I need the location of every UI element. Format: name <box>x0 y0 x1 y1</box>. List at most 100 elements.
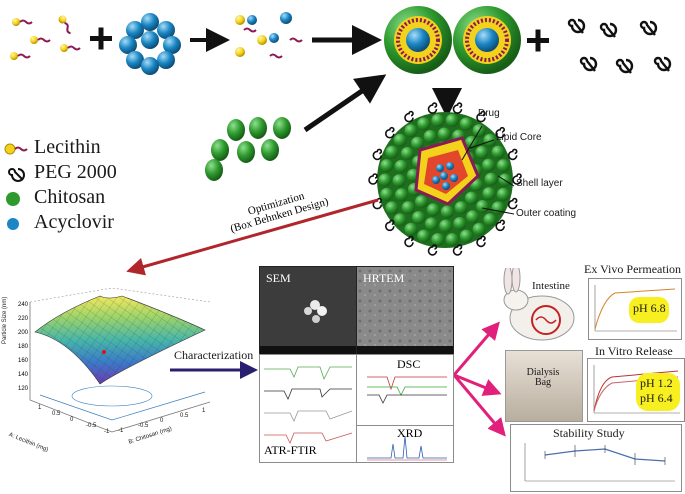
z-tick: 180 <box>17 344 28 350</box>
chitosan-bead <box>393 213 407 227</box>
lecithin-molecules-cluster <box>10 15 81 60</box>
chitosan-bead <box>410 136 424 150</box>
peg-swirl <box>512 173 522 185</box>
chitosan-bead <box>472 222 486 236</box>
acyclovir-bead <box>442 182 450 190</box>
y-tick: 1 <box>202 408 206 414</box>
label-outer-coating: Outer coating <box>516 208 577 219</box>
y-tick: 0.5 <box>180 413 189 419</box>
outcome-arrows <box>452 321 506 437</box>
xrd-panel: XRD <box>356 425 454 463</box>
lecithin-icon <box>4 143 28 155</box>
chitosan-bead <box>400 147 414 160</box>
chitosan-bead <box>431 113 445 127</box>
chitosan-bead <box>412 211 425 225</box>
chitosan-bead <box>466 210 480 224</box>
chitosan-bead <box>475 145 489 159</box>
in-vitro-title: In Vitro Release <box>595 344 673 358</box>
characterization-label: Characterization <box>174 348 254 362</box>
acyclovir-cluster <box>119 13 181 75</box>
peg-molecules-cluster <box>567 18 672 74</box>
peg-icon <box>8 168 25 182</box>
chitosan-bead <box>454 201 468 215</box>
legend-label-chitosan: Chitosan <box>34 186 106 208</box>
chitosan-bead <box>482 158 495 172</box>
x-tick: -0.5 <box>86 423 97 429</box>
chitosan-bead <box>445 233 459 247</box>
core-particle-1 <box>384 6 452 74</box>
chitosan-bead <box>437 127 451 141</box>
peg-swirl <box>385 219 395 232</box>
chitosan-bead <box>464 191 478 205</box>
chitosan-bead <box>404 124 418 138</box>
peg-swirl <box>495 219 505 232</box>
chitosan-bead <box>393 133 407 147</box>
label-shell-layer: Shell layer <box>516 178 563 189</box>
acyclovir-icon <box>7 218 19 230</box>
sem-image <box>260 267 356 354</box>
x-tick: 0.5 <box>52 411 61 417</box>
peg-swirl <box>427 102 438 114</box>
ex-vivo-ph: pH 6.8 <box>633 301 666 315</box>
chitosan-bead <box>483 213 497 227</box>
chitosan-icon <box>6 192 20 206</box>
stability-graph <box>524 443 675 482</box>
acyclovir-bead <box>450 174 458 182</box>
final-nanoparticle <box>368 102 522 256</box>
peg-swirl <box>368 173 378 185</box>
dsc-panel: DSC <box>356 354 454 426</box>
chitosan-bead <box>385 145 399 159</box>
chitosan-bead <box>378 173 392 187</box>
stability-section: Stability Study <box>510 424 682 492</box>
chitosan-bead <box>380 187 394 201</box>
x-tick: 1 <box>38 405 42 411</box>
x-tick: 0 <box>70 417 74 423</box>
chitosan-cluster <box>205 117 291 181</box>
xrd-title: XRD <box>397 426 423 440</box>
ph-badge-in-vitro <box>636 373 680 411</box>
intestine-label: Intestine <box>532 280 570 292</box>
x-tick: -1 <box>104 429 110 435</box>
atr-ftir-panel: ATR-FTIR <box>259 354 357 463</box>
chitosan-bead <box>401 201 415 215</box>
chitosan-bead <box>417 229 431 243</box>
chitosan-bead <box>404 222 418 236</box>
surface-z-ticks: 240 220 200 180 160 140 120 <box>12 302 28 400</box>
in-vitro-curve <box>593 365 680 414</box>
hrtem-image <box>357 267 453 354</box>
chitosan-bead <box>459 117 473 131</box>
peg-swirl <box>372 148 383 161</box>
stability-title: Stability Study <box>553 426 625 440</box>
z-tick: 200 <box>17 330 28 336</box>
chitosan-bead <box>426 203 440 217</box>
z-tick: 160 <box>17 358 28 364</box>
ex-vivo-title: Ex Vivo Permeation <box>584 262 682 276</box>
chitosan-bead <box>491 145 505 159</box>
plus-sign-1 <box>90 27 112 50</box>
z-tick: 140 <box>17 372 28 378</box>
chitosan-bead <box>385 201 399 215</box>
in-vitro-graph: pH 1.2 pH 6.4 <box>587 358 685 422</box>
dialysis-bag-label: Dialysis Bag <box>526 367 560 388</box>
acyclovir-bead <box>436 164 444 172</box>
label-drug: Drug <box>478 108 500 119</box>
particle-leader-lines <box>461 125 515 215</box>
sem-title: SEM <box>266 271 291 285</box>
peg-swirl <box>452 244 463 256</box>
chitosan-bead <box>491 201 505 215</box>
ex-vivo-graph: pH 6.8 <box>588 278 682 340</box>
z-tick: 220 <box>17 316 28 322</box>
y-tick: -0.5 <box>138 423 149 429</box>
in-vitro-ph-2: pH 6.4 <box>640 391 673 405</box>
arrow-chitosan-to-core <box>303 74 387 133</box>
acyclovir-bead <box>446 162 454 170</box>
peg-swirl <box>427 244 438 256</box>
chitosan-bead <box>439 219 453 233</box>
ex-vivo-curve <box>594 285 677 332</box>
chitosan-bead <box>395 188 408 202</box>
dsc-thermogram <box>367 376 447 404</box>
peg-swirl <box>507 197 518 210</box>
peg-swirl <box>495 126 505 139</box>
atr-ftir-title: ATR-FTIR <box>264 443 317 457</box>
z-tick: 240 <box>17 302 28 308</box>
